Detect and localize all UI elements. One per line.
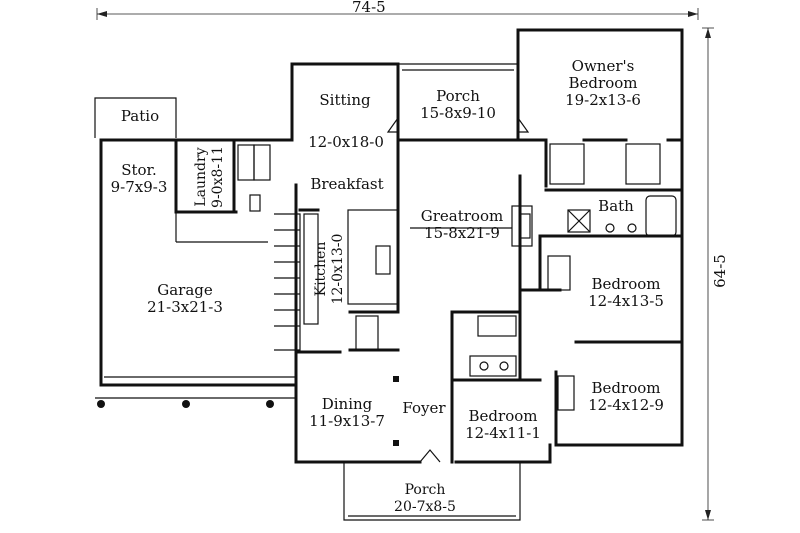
front-porch [343,462,521,521]
rear-porch-label: Porch 15-8x9-10 [420,87,496,122]
bedroom4-walls [450,288,542,464]
patio-label: Patio [120,107,160,125]
bedroom4-label: Bedroom 12-4x11-1 [465,407,541,442]
dining-foyer [294,350,441,463]
dining-label: Dining 11-9x13-7 [309,395,385,430]
owners-bedroom [518,138,684,188]
bedroom2-label: Bedroom 12-4x13-5 [588,275,664,310]
sitting-size: 12-0x18-0 [308,133,384,151]
foyer-label: Foyer [402,399,446,417]
storage-label: Stor. 9-7x9-3 [110,161,168,196]
garage-columns [95,397,296,408]
patio [94,97,177,138]
garage-walls [99,138,298,387]
bath-fixtures [538,188,684,238]
pantry [348,310,400,352]
laundry-label: Laundry 9-0x8-11 [193,146,226,208]
width-dimension-line [96,8,699,20]
bath-label: Bath [598,197,634,215]
depth-dimension-line [702,27,714,521]
sitting-label: Sitting [319,91,371,109]
laundry-walls [174,138,294,214]
bedroom2-walls [518,234,684,344]
rear-porch [386,63,530,133]
greatroom-fireplace [410,174,533,292]
bedroom3-label: Bedroom 12-4x12-9 [588,379,664,414]
breakfast-label: Breakfast [310,175,384,193]
garage-label: Garage 21-3x21-3 [147,281,223,316]
bedroom3-walls [554,370,575,447]
kitchen-stairs [274,138,400,351]
kitchen-label: Kitchen 12-0x13-0 [313,233,346,305]
depth-dimension: 64-5 [711,254,729,288]
greatroom-label: Greatroom 15-8x21-9 [420,207,504,242]
width-dimension: 74-5 [352,0,386,16]
owners-bedroom-label: Owner's Bedroom 19-2x13-6 [565,57,641,109]
front-porch-label: Porch 20-7x8-5 [394,482,456,515]
